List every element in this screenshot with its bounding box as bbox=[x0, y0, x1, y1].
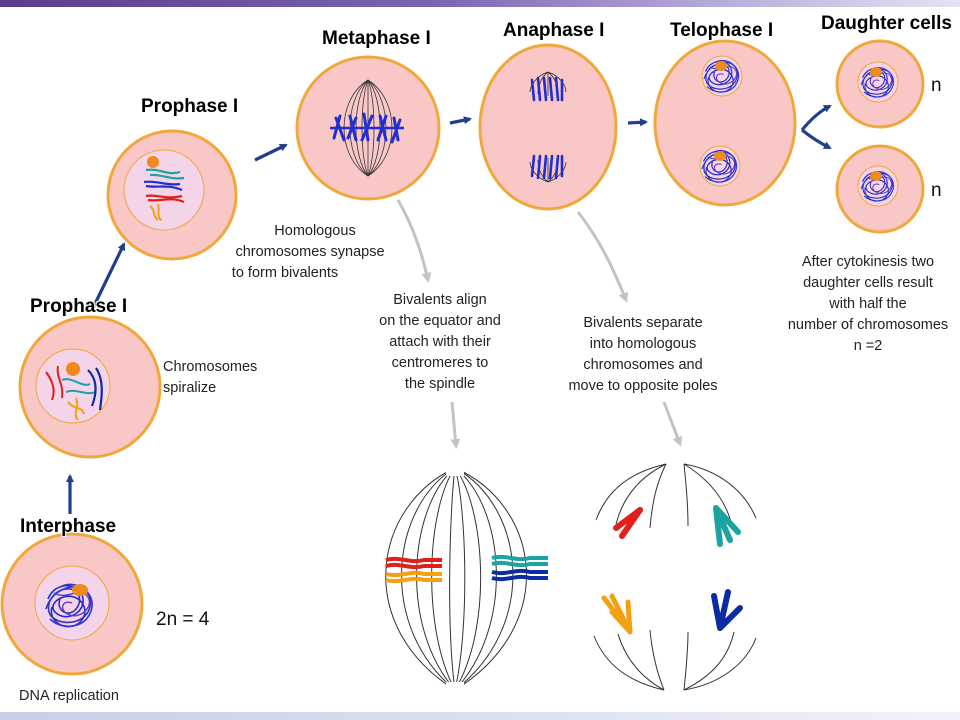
ploidy-daughter-top: n bbox=[931, 75, 942, 96]
cell-prophase-late bbox=[106, 129, 238, 261]
chromosome-orange bbox=[601, 593, 633, 635]
cell-daughter-top bbox=[835, 39, 925, 129]
cell-prophase-early bbox=[18, 315, 162, 459]
cell-anaphase bbox=[478, 43, 618, 211]
top-decorative-bar bbox=[0, 0, 960, 7]
nucleolus-icon bbox=[72, 584, 88, 596]
chromosome-red bbox=[613, 507, 643, 539]
title-daughter-cells: Daughter cells bbox=[821, 13, 952, 34]
title-anaphase: Anaphase I bbox=[503, 20, 605, 41]
arrow-metaphase-to-anaphase bbox=[449, 116, 472, 125]
arrow-anaphase-to-telophase bbox=[627, 118, 648, 127]
title-prophase-early: Prophase I bbox=[30, 296, 128, 317]
title-prophase-late: Prophase I bbox=[141, 96, 239, 117]
bottom-decorative-bar bbox=[0, 712, 960, 720]
note-bivalents-separate: Bivalents separate into homologous chrom… bbox=[568, 315, 718, 394]
flow-arrows bbox=[66, 104, 832, 514]
arrow-to-daughter-bottom bbox=[801, 128, 832, 150]
nucleolus-icon bbox=[66, 362, 80, 376]
note-chromosomes-spiralize: Chromosomes spiralize bbox=[163, 359, 258, 396]
chromosome-navy bbox=[711, 589, 743, 631]
bivalent-red-orange bbox=[385, 556, 442, 584]
arrow-prophase-early-to-late bbox=[90, 242, 126, 311]
note-synapse: Homologous chromosomes synapse to form b… bbox=[231, 223, 385, 281]
cell-interphase bbox=[0, 532, 144, 676]
title-metaphase: Metaphase I bbox=[322, 28, 431, 49]
arrow-to-daughter-top bbox=[800, 104, 832, 132]
ploidy-daughter-bottom: n bbox=[931, 180, 942, 201]
cell-telophase bbox=[653, 39, 797, 207]
note-bivalents-align: Bivalents align on the equator and attac… bbox=[379, 292, 501, 392]
anaphase-spindle-detail bbox=[593, 463, 757, 691]
note-dna-replication: DNA replication bbox=[19, 688, 119, 704]
note-after-cytokinesis: After cytokinesis two daughter cells res… bbox=[787, 254, 949, 354]
nucleolus-icon bbox=[147, 156, 159, 168]
title-telophase: Telophase I bbox=[670, 20, 774, 41]
arrow-prophase-to-metaphase bbox=[254, 143, 288, 162]
ploidy-interphase: 2n = 4 bbox=[156, 609, 210, 630]
cell-daughter-bottom bbox=[835, 144, 925, 234]
bivalent-teal-blue bbox=[491, 554, 548, 582]
callout-arrows bbox=[396, 199, 683, 449]
title-interphase: Interphase bbox=[20, 516, 117, 537]
chromosome-teal bbox=[713, 505, 741, 547]
cell-metaphase bbox=[295, 55, 441, 201]
metaphase-spindle-detail bbox=[385, 462, 548, 696]
